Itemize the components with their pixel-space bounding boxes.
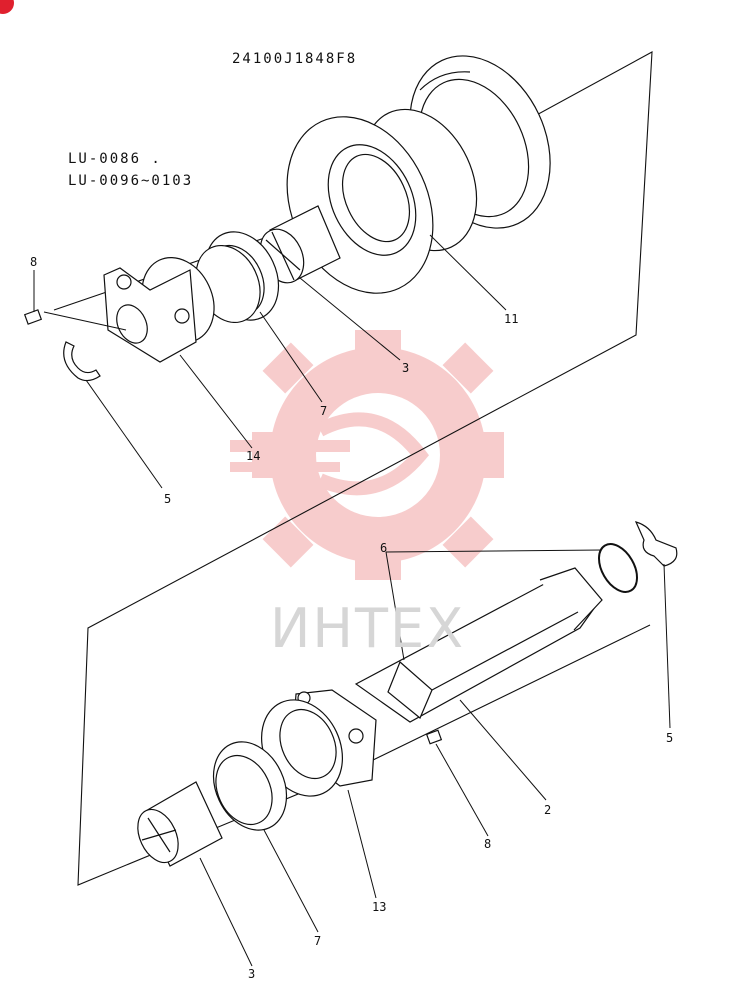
callout-2: 2: [544, 803, 552, 817]
bottom-assembly: [137, 521, 678, 867]
callout-7-top: 7: [320, 404, 328, 418]
watermark-gear-icon: [230, 330, 504, 580]
collar-top: [103, 257, 215, 363]
shaft: [354, 567, 603, 723]
part-number-label: 24100J1848F8: [232, 51, 358, 67]
callout-7-bottom: 7: [314, 934, 322, 948]
corner-badge: [0, 0, 14, 14]
bushing-bottom: [137, 781, 223, 867]
roller-body: [286, 55, 551, 294]
callout-5-bottom: 5: [666, 731, 674, 745]
callout-3-bottom: 3: [248, 967, 256, 981]
callout-11: 11: [504, 312, 519, 326]
callout-8-bottom: 8: [484, 837, 492, 851]
callout-8-top: 8: [30, 255, 38, 269]
o-ring: [598, 543, 638, 593]
retainer-top: [63, 341, 101, 382]
leader-lines: [33, 234, 671, 967]
retainer-bottom: [634, 521, 678, 567]
callout-3-top: 3: [402, 361, 410, 375]
callout-13: 13: [372, 900, 387, 914]
watermark-text: ИНТЕХ: [270, 597, 466, 660]
serial-range-line-1: LU-0086 .: [68, 151, 162, 167]
plug-bottom: [425, 729, 443, 745]
callout-6: 6: [380, 541, 388, 555]
seal-bottom: [212, 699, 344, 831]
callout-5-top: 5: [164, 492, 172, 506]
plug-top: [23, 309, 43, 325]
serial-range-line-2: LU-0096~0103: [68, 173, 194, 189]
seal-top: [195, 231, 280, 324]
top-assembly: [23, 55, 551, 382]
callout-14: 14: [246, 449, 261, 463]
